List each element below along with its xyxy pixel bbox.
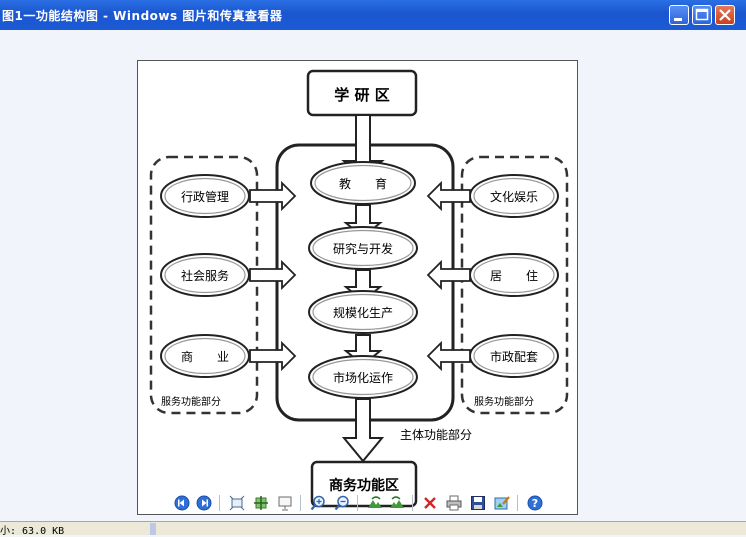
slideshow-icon	[278, 496, 292, 511]
core-item-label: 市场化运作	[333, 370, 393, 385]
right-service-label: 居 住	[490, 269, 538, 283]
actual-size-icon	[254, 496, 268, 510]
right-service-item: 市政配套	[469, 334, 559, 378]
left-service-label: 行政管理	[181, 189, 229, 204]
window-title: 图1一功能结构图 - Windows 图片和传真查看器	[2, 9, 283, 23]
top-box-label: 学 研 区	[334, 86, 389, 104]
minimize-icon	[674, 18, 682, 21]
actual-size-button[interactable]	[251, 492, 271, 514]
save-icon	[471, 496, 485, 510]
minimize-button[interactable]	[669, 5, 689, 25]
right-frame-label: 服务功能部分	[474, 395, 534, 408]
print-icon	[446, 495, 462, 511]
arrow-right	[249, 340, 297, 372]
close-button[interactable]	[715, 5, 735, 25]
left-service-frame	[149, 155, 259, 415]
previous-image-button[interactable]	[172, 492, 192, 514]
arrow-right	[249, 180, 297, 212]
zoom-out-button[interactable]	[332, 492, 352, 514]
file-size-status: 小: 63.0 KB	[0, 526, 65, 537]
right-service-item: 居 住	[469, 253, 559, 297]
arrow-left	[426, 340, 471, 372]
status-panel	[150, 523, 156, 535]
title-bar: 图1一功能结构图 - Windows 图片和传真查看器	[0, 0, 746, 30]
right-service-label: 文化娱乐	[490, 189, 538, 204]
core-item: 市场化运作	[308, 355, 418, 399]
core-item: 规模化生产	[308, 290, 418, 334]
rotate-counterclockwise-button[interactable]	[387, 492, 407, 514]
delete-icon	[424, 497, 436, 509]
edit-button[interactable]	[492, 492, 512, 514]
core-item-label: 教 育	[339, 176, 387, 191]
core-item: 教 育	[310, 161, 416, 205]
image-viewport: 学 研 区 商务功能区 教 育 研究与开发	[0, 30, 746, 521]
left-service-item: 商 业	[160, 334, 250, 378]
delete-button[interactable]	[420, 492, 440, 514]
right-service-frame	[460, 155, 569, 415]
print-button[interactable]	[444, 492, 464, 514]
zoom-in-icon	[310, 495, 325, 511]
best-fit-button[interactable]	[227, 492, 247, 514]
image-canvas: 学 研 区 商务功能区 教 育 研究与开发	[137, 60, 578, 515]
left-service-label: 社会服务	[181, 268, 229, 283]
status-bar: 小: 63.0 KB	[0, 521, 746, 537]
svg-text:?: ?	[532, 497, 538, 510]
save-button[interactable]	[468, 492, 488, 514]
maximize-button[interactable]	[692, 5, 712, 25]
bottom-box-label: 商务功能区	[329, 477, 399, 494]
core-item-label: 规模化生产	[333, 305, 393, 320]
next-image-icon	[196, 495, 212, 511]
right-service-label: 市政配套	[490, 349, 538, 364]
zoom-out-icon	[334, 495, 349, 511]
maximize-icon	[695, 8, 709, 21]
bottom-box	[310, 460, 418, 508]
rotate-counterclockwise-icon	[390, 496, 404, 508]
rotate-clockwise-icon	[368, 496, 382, 508]
slideshow-button[interactable]	[275, 492, 295, 514]
core-label: 主体功能部分	[400, 427, 472, 442]
best-fit-icon	[229, 495, 245, 511]
rotate-clockwise-button[interactable]	[365, 492, 385, 514]
right-service-item: 文化娱乐	[469, 174, 559, 218]
arrow-left	[426, 180, 471, 212]
arrow-left	[426, 259, 471, 291]
help-button[interactable]: ?	[525, 492, 545, 514]
help-icon: ?	[527, 495, 543, 511]
core-item: 研究与开发	[308, 226, 418, 270]
left-service-label: 商 业	[181, 349, 229, 364]
next-image-button[interactable]	[194, 492, 214, 514]
previous-image-icon	[174, 495, 190, 511]
left-service-item: 行政管理	[160, 174, 250, 218]
edit-icon	[494, 496, 510, 510]
arrow-down	[341, 398, 385, 463]
arrow-right	[249, 259, 297, 291]
left-frame-label: 服务功能部分	[161, 395, 221, 408]
zoom-in-button[interactable]	[308, 492, 328, 514]
core-item-label: 研究与开发	[333, 241, 393, 256]
left-service-item: 社会服务	[160, 253, 250, 297]
function-structure-diagram: 学 研 区 商务功能区 教 育 研究与开发	[149, 69, 569, 508]
close-icon	[719, 9, 731, 21]
